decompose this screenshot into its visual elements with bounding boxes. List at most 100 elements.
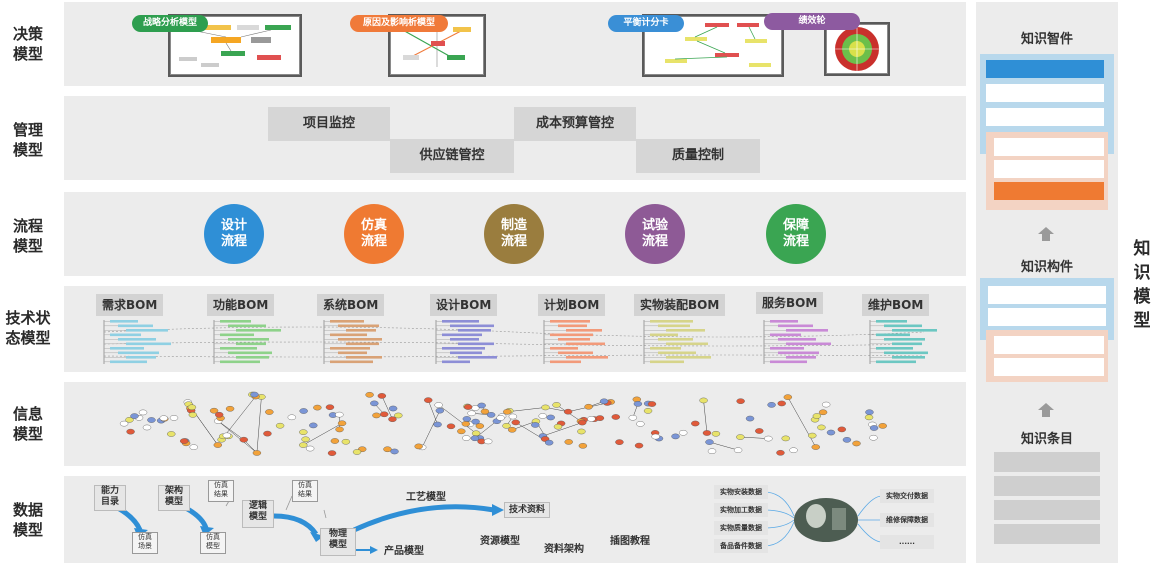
widget-bar-white-2	[986, 108, 1104, 126]
network-node	[287, 414, 297, 421]
knowledge-component-label: 知识构件	[1020, 260, 1073, 275]
network-node	[745, 415, 755, 422]
network-node	[471, 418, 480, 425]
network-node	[433, 421, 442, 428]
network-node	[463, 404, 473, 410]
network-node	[634, 442, 644, 449]
network-node	[671, 433, 680, 440]
network-node	[214, 411, 224, 418]
network-node	[615, 439, 624, 445]
row-label-tech-state: 技术状态模型	[5, 309, 51, 347]
network-node	[507, 426, 517, 433]
network-node	[327, 450, 337, 456]
network-node	[578, 419, 587, 426]
network-node	[189, 444, 198, 450]
network-node	[783, 394, 793, 400]
process-band: 设计流程 仿真流程 制造流程 试验流程 保障流程	[64, 192, 966, 276]
network-node	[424, 397, 433, 403]
network-node	[767, 402, 776, 408]
entry-bar-1	[994, 452, 1100, 472]
network-node	[817, 424, 826, 431]
widget-bar-blue	[986, 60, 1104, 78]
physical-model-box: 物理模型	[320, 528, 356, 556]
bom-tree-7	[869, 320, 937, 364]
bom-title-service: 服务BOM	[756, 292, 824, 314]
network-node	[446, 423, 456, 430]
widget-bar-white-3	[994, 138, 1104, 156]
network-node	[869, 425, 879, 431]
knowledge-widget-label: 知识智件	[1020, 32, 1073, 47]
bom-title-function: 功能BOM	[207, 294, 275, 316]
doc-structure-label: 资料架构	[544, 544, 584, 555]
network-node	[305, 445, 315, 452]
network-node	[508, 413, 518, 420]
network-node	[301, 436, 310, 443]
physical-install-data: 实物安装数据	[714, 485, 768, 499]
network-node	[511, 419, 520, 426]
network-node	[188, 412, 198, 418]
illustration-tutorial-label: 插图教程	[610, 536, 650, 547]
resource-model-label: 资源模型	[480, 536, 520, 547]
network-node	[457, 428, 466, 435]
logic-model-box: 逻辑模型	[242, 500, 274, 528]
network-node	[808, 432, 817, 439]
simulation-result-box-1: 仿真结果	[208, 480, 234, 502]
bom-tree-5	[643, 320, 711, 364]
balanced-scorecard-thumbnail	[644, 16, 782, 75]
network-node	[699, 397, 708, 404]
network-node	[209, 407, 219, 414]
network-node	[394, 412, 403, 419]
network-node	[764, 435, 773, 442]
manufacturing-process-circle: 制造流程	[484, 204, 544, 264]
network-node	[239, 436, 249, 443]
network-node	[643, 408, 653, 414]
row-label-process: 流程模型	[12, 217, 43, 255]
network-node	[372, 412, 381, 419]
supply-chain-box: 供应链管控	[390, 139, 514, 173]
information-band	[64, 382, 966, 466]
network-node	[335, 411, 344, 418]
network-node	[736, 434, 745, 440]
entry-bar-2	[994, 476, 1100, 496]
bom-tree-2	[323, 320, 382, 364]
network-node	[377, 393, 387, 399]
network-node	[250, 391, 259, 398]
network-node	[461, 421, 471, 427]
network-node	[265, 409, 274, 415]
network-node	[213, 442, 223, 448]
network-node	[865, 409, 874, 416]
bom-title-physical-assembly: 实物装配BOM	[634, 294, 726, 316]
network-node	[538, 413, 547, 419]
architecture-model-box: 架构模型	[158, 485, 190, 511]
network-node	[486, 412, 496, 418]
network-node	[470, 435, 480, 442]
network-node	[577, 428, 586, 435]
component-bar-2	[988, 308, 1106, 326]
network-node	[130, 413, 139, 419]
bom-trees-graphic	[103, 320, 937, 364]
network-node	[837, 426, 847, 433]
simulation-result-box-2: 仿真结果	[292, 480, 318, 502]
bom-title-maintenance: 维护BOM	[862, 294, 930, 316]
scorecard-graphic	[665, 23, 771, 67]
network-node	[225, 405, 235, 412]
network-node	[388, 416, 397, 423]
network-node	[330, 438, 340, 444]
bom-tree-0	[103, 320, 171, 364]
network-node	[842, 437, 852, 443]
network-node	[435, 407, 445, 414]
simulation-model-box: 仿真模型	[200, 532, 226, 554]
network-node	[159, 415, 168, 421]
network-node	[587, 416, 596, 422]
network-node	[462, 416, 472, 422]
network-node	[702, 430, 712, 436]
network-node	[864, 414, 874, 421]
bom-tree-3	[435, 320, 497, 364]
strategy-analysis-thumbnail	[170, 16, 300, 75]
information-network-graphic	[119, 391, 887, 456]
network-node	[733, 447, 743, 453]
bom-title-system: 系统BOM	[317, 294, 385, 316]
bom-tree-4	[543, 320, 608, 364]
network-node	[483, 438, 493, 445]
network-node	[878, 423, 887, 429]
